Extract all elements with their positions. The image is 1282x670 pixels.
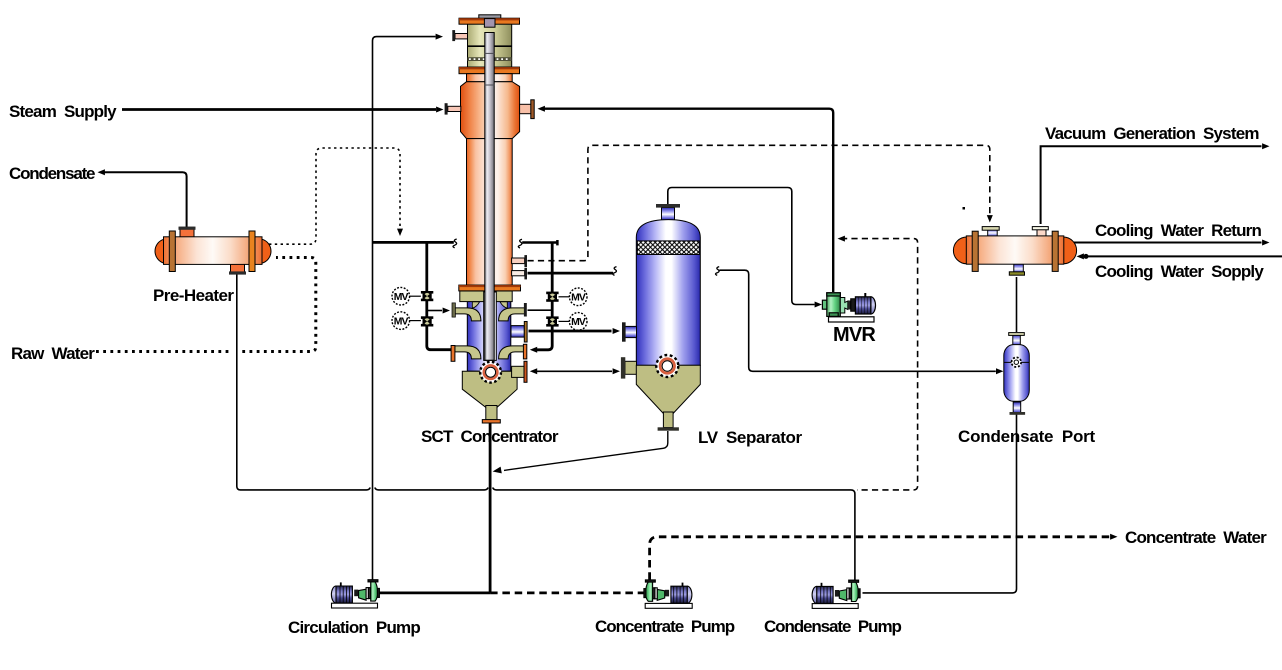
svg-text:Circulation Pump: Circulation Pump xyxy=(288,618,420,637)
svg-text:Concentrate Water: Concentrate Water xyxy=(1125,528,1267,547)
svg-text:Raw Water: Raw Water xyxy=(11,344,95,363)
svg-text:LV Separator: LV Separator xyxy=(698,428,803,447)
svg-text:Condensate Port: Condensate Port xyxy=(958,427,1096,446)
svg-text:MV: MV xyxy=(571,293,586,304)
svg-text:MV: MV xyxy=(394,316,409,327)
svg-text:Condensate Pump: Condensate Pump xyxy=(764,617,901,636)
svg-text:Cooling Water Return: Cooling Water Return xyxy=(1095,221,1262,240)
svg-text:SCT Concentrator: SCT Concentrator xyxy=(421,427,559,446)
svg-text:Concentrate Pump: Concentrate Pump xyxy=(595,617,735,636)
svg-text:Steam Supply: Steam Supply xyxy=(9,102,117,121)
svg-text:Vacuum Generation System: Vacuum Generation System xyxy=(1045,124,1259,143)
svg-text:Pre-Heater: Pre-Heater xyxy=(153,286,234,305)
svg-text:Cooling Water Sopply: Cooling Water Sopply xyxy=(1095,262,1264,281)
svg-text:MV: MV xyxy=(571,317,586,328)
svg-text:MVR: MVR xyxy=(833,324,876,346)
svg-text:Condensate: Condensate xyxy=(9,164,95,183)
svg-text:MV: MV xyxy=(394,292,409,303)
